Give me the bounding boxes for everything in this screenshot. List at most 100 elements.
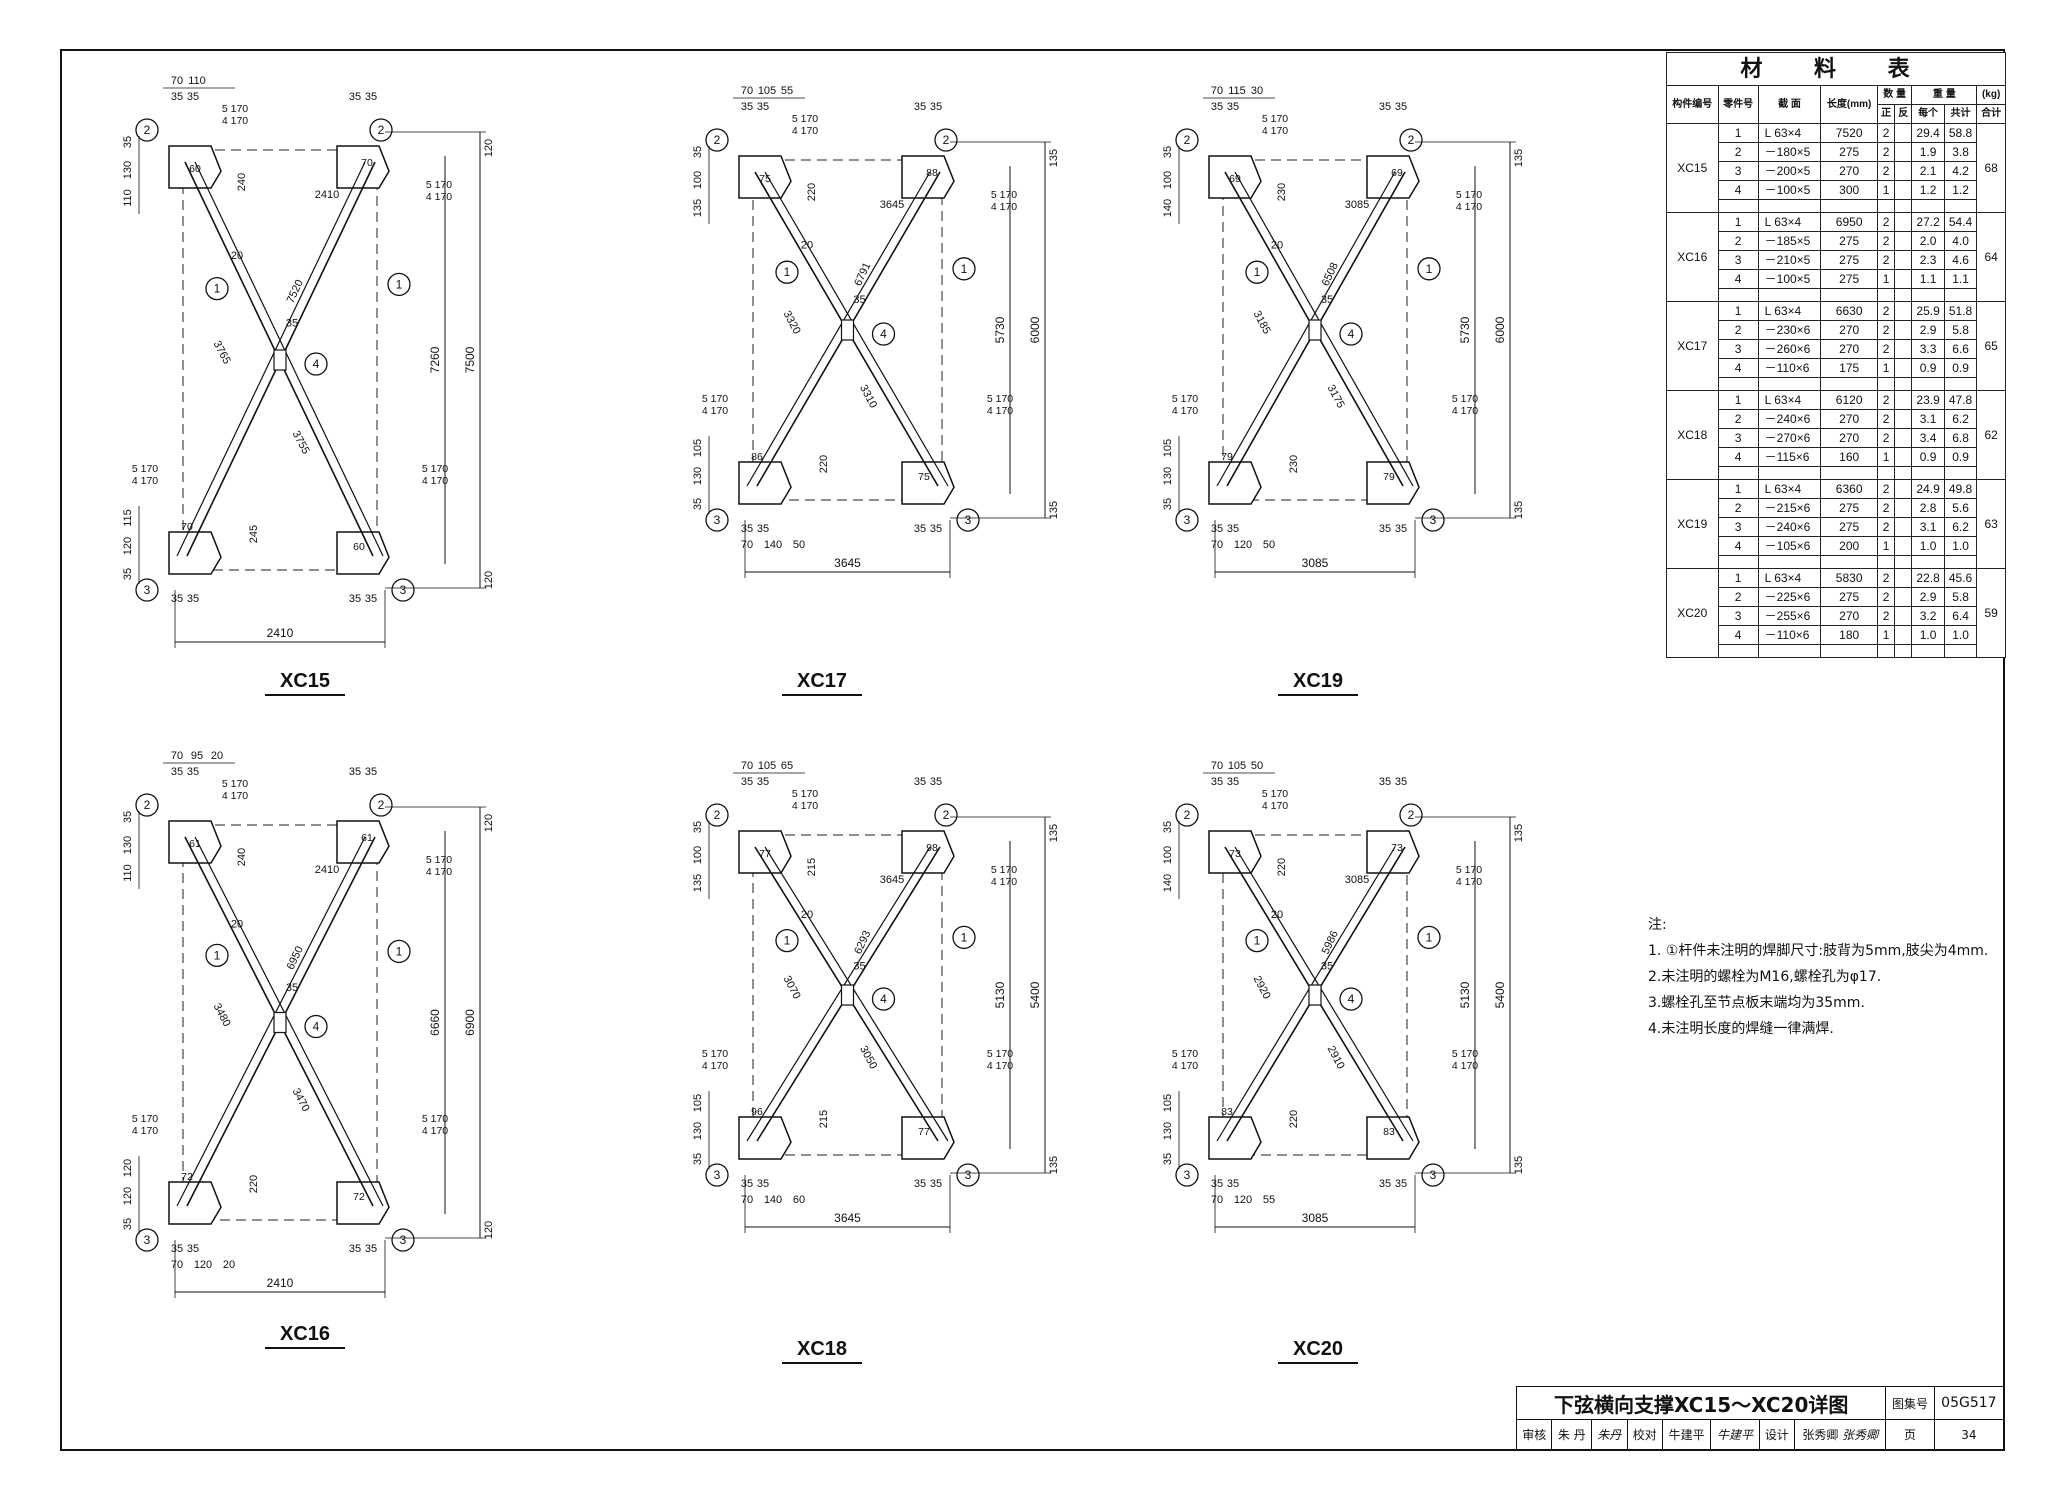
- dim-bolt-gauge-bottom-left-b: 35: [757, 523, 769, 535]
- cell-section: L 63×4: [1757, 123, 1822, 143]
- hdr-each: 每个: [1911, 104, 1945, 124]
- weld-symbol-top: 5 170: [1456, 864, 1482, 876]
- cell-front: 2: [1876, 123, 1896, 143]
- cell-total: 6.2: [1943, 517, 1978, 537]
- dim-bolt-gauge-top-right-b: 35: [930, 776, 942, 788]
- weld-symbol-top: 5 170: [132, 1113, 158, 1125]
- dim-left-bottom: 35: [122, 568, 134, 580]
- checker-name: 牛建平: [1661, 1419, 1712, 1450]
- cell-section: －180×5: [1757, 142, 1822, 162]
- drawing-label: XC20: [1293, 1338, 1343, 1360]
- member-id-cell: XC16: [1666, 212, 1719, 302]
- weld-symbol-top: 5 170: [1262, 113, 1288, 125]
- weld-symbol-top: 5 170: [222, 103, 248, 115]
- dim-bottom-spacing: 20: [223, 1259, 235, 1271]
- dim-bolt-gauge-bottom-left-a: 35: [171, 1243, 183, 1255]
- cell-length: 275: [1820, 231, 1878, 251]
- part-number-circle: [205, 276, 229, 301]
- sum-cell: 63: [1976, 479, 2006, 569]
- weld-length-label: 20: [801, 239, 813, 251]
- dim-left-bottom: 35: [1162, 1153, 1174, 1165]
- part-label-3-right: 3: [965, 1168, 972, 1182]
- cell-total: 51.8: [1943, 301, 1978, 321]
- dim-top-spacing: 115: [1228, 85, 1246, 97]
- part-label-2-right: 2: [943, 133, 950, 147]
- dim-gusset-bottom: 230: [1288, 455, 1300, 473]
- cell-section: －200×5: [1757, 161, 1822, 181]
- weld-symbol-bottom: 4 170: [991, 876, 1017, 888]
- cell-each: 2.9: [1911, 587, 1945, 607]
- drawing-label: XC15: [280, 670, 330, 692]
- cell-front: 1: [1876, 625, 1896, 645]
- part-label-2-left: 2: [144, 123, 151, 137]
- dim-edge-bottom: 135: [1048, 501, 1060, 519]
- part-label-2-left: 2: [1184, 133, 1191, 147]
- part-label-4: 4: [1348, 327, 1355, 341]
- hdr-part-no: 零件号: [1717, 85, 1759, 124]
- cell-length: 160: [1820, 447, 1878, 467]
- cell-length: 275: [1820, 517, 1878, 537]
- cell-total: 4.0: [1943, 231, 1978, 251]
- cell-each: 3.1: [1911, 409, 1945, 429]
- cell-front: 1: [1876, 358, 1896, 378]
- dim-member-a: 3070: [781, 974, 803, 1001]
- part-number-circle: [705, 803, 729, 827]
- cell-part: 3: [1717, 428, 1759, 448]
- angle-member-a-flange: [194, 836, 384, 1207]
- dim-member-offset: 3645: [880, 874, 904, 886]
- weld-length-label: 35: [853, 294, 865, 306]
- dim-gusset-top: 220: [806, 183, 818, 201]
- cell-total: 3.8: [1943, 142, 1978, 162]
- part-label-3-left: 3: [714, 1168, 721, 1182]
- dim-edge-bottom: 135: [1513, 501, 1525, 519]
- weld-symbol-top: 5 170: [1262, 788, 1288, 800]
- dim-outer-height: 6000: [1493, 316, 1507, 343]
- cell-total: 5.8: [1943, 587, 1978, 607]
- cell-front: 2: [1876, 606, 1896, 626]
- dim-left-top: 140: [1162, 199, 1174, 217]
- part-number-circle: [1421, 1163, 1445, 1187]
- cell-section: －110×6: [1757, 625, 1822, 645]
- dim-bottom-spacing: 120: [1234, 539, 1252, 551]
- cell-back: [1894, 479, 1913, 499]
- cell-front: 2: [1876, 339, 1896, 359]
- cell-each: 0.9: [1911, 447, 1945, 467]
- cell-part: 2: [1717, 409, 1759, 429]
- frame-outline: [182, 149, 378, 571]
- part-label-2-left: 2: [714, 133, 721, 147]
- design-label: 设计: [1758, 1419, 1796, 1450]
- cell-section: －255×6: [1757, 606, 1822, 626]
- gusset-plate-top-right: [901, 155, 955, 199]
- dim-edge-top: 135: [1048, 149, 1060, 167]
- dim-member-a: 3320: [781, 309, 803, 336]
- cell-length: 6630: [1820, 301, 1878, 321]
- cell-section: －270×6: [1757, 428, 1822, 448]
- part-number-circle: [205, 943, 229, 967]
- part-number-circle: [1175, 128, 1199, 152]
- cell-back: [1894, 625, 1913, 645]
- dim-edge-top: 135: [1513, 824, 1525, 842]
- part-number-circle: [775, 928, 799, 953]
- cell-part: 4: [1717, 180, 1759, 200]
- dim-bolt-gauge-bottom-right-a: 35: [1379, 1178, 1391, 1190]
- cell-each: 1.2: [1911, 180, 1945, 200]
- weld-symbol-bottom: 4 170: [987, 405, 1013, 417]
- part-number-circle: [934, 128, 958, 152]
- cell-each: 1.1: [1911, 269, 1945, 289]
- part-label-1-left: 1: [784, 934, 791, 948]
- cell-front: 2: [1876, 320, 1896, 340]
- part-label-2-right: 2: [1408, 133, 1415, 147]
- cell-section: －230×6: [1757, 320, 1822, 340]
- cell-length: 270: [1820, 339, 1878, 359]
- gusset-plate-bottom-right: [901, 1116, 955, 1160]
- part-number-circle: [369, 118, 393, 142]
- cell-front: 2: [1876, 409, 1896, 429]
- sum-cell: 62: [1976, 390, 2006, 480]
